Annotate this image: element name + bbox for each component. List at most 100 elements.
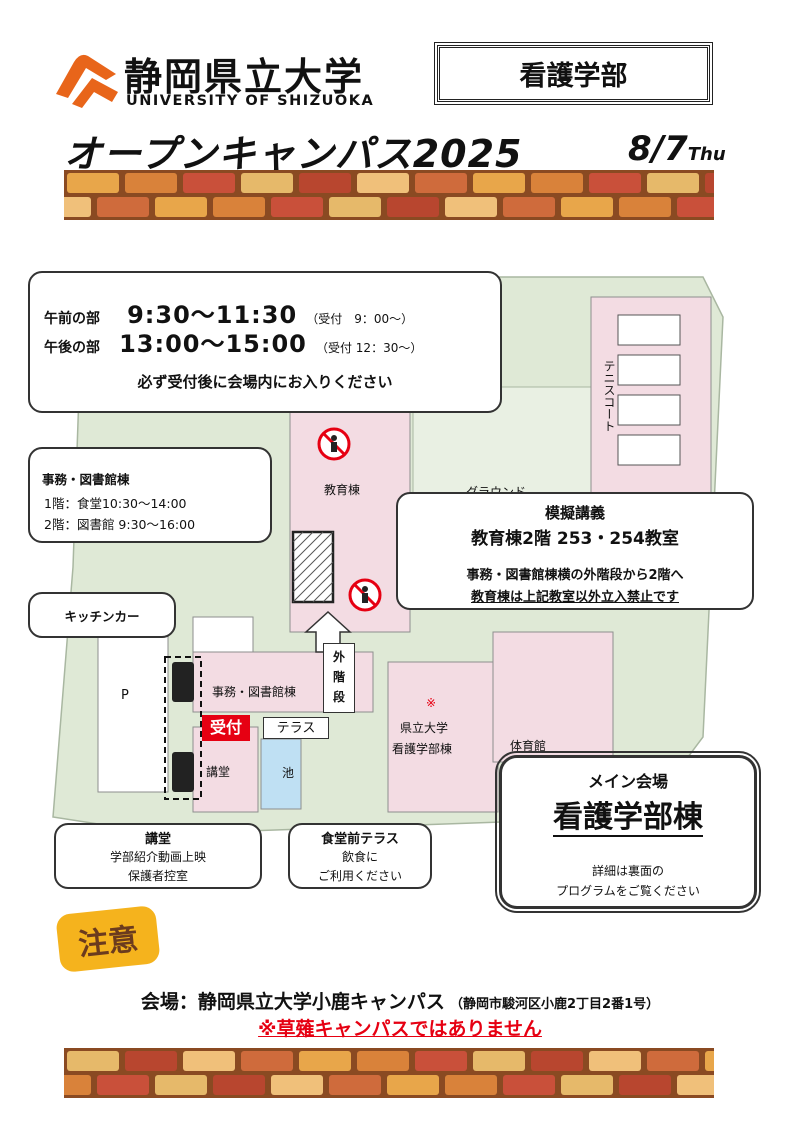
brick	[271, 1075, 323, 1095]
schedule-box: 午前の部 9:30〜11:30 （受付 9：00〜） 午後の部 13:00〜15…	[28, 271, 502, 413]
main-venue-box: メイン会場 看護学部棟 詳細は裏面の プログラムをご覧ください	[495, 751, 761, 913]
mock-lecture-title: 模擬講義	[544, 504, 605, 522]
map-label-parking: P	[121, 688, 129, 703]
brick	[531, 1051, 583, 1071]
brick	[241, 173, 293, 193]
brick	[445, 1075, 497, 1095]
campus-map	[43, 257, 732, 834]
stairs-char-2: 階	[332, 670, 345, 684]
weekday: Thu	[687, 144, 726, 165]
main-venue-title: メイン会場	[587, 772, 668, 791]
brick	[619, 1075, 671, 1095]
department-box: 看護学部	[434, 42, 713, 105]
brick	[97, 197, 149, 217]
brick	[125, 173, 177, 193]
terrace-box: 食堂前テラス 飲食に ご利用ください	[288, 823, 432, 889]
brick	[705, 173, 714, 193]
brick	[155, 197, 207, 217]
reception-badge: 受付	[202, 715, 250, 741]
date-value: 8/7	[628, 129, 688, 169]
auditorium-box: 講堂 学部紹介動画上映 保護者控室	[54, 823, 262, 889]
entry-notice: 必ず受付後に会場内にお入りください	[137, 373, 393, 391]
map-label-office-library: 事務・図書館棟	[212, 685, 297, 699]
logo-english-name: UNIVERSITY OF SHIZUOKA	[126, 93, 375, 109]
am-label: 午前の部	[44, 311, 100, 327]
brick	[415, 173, 467, 193]
am-time: 9:30〜11:30	[127, 301, 298, 329]
brick	[445, 197, 497, 217]
caution-badge: 注意	[55, 904, 161, 974]
department-label: 看護学部	[519, 61, 628, 92]
pm-time: 13:00〜15:00	[119, 330, 307, 358]
main-venue-line-2: プログラムをご覧ください	[556, 884, 700, 898]
mock-lecture-rooms: 教育棟2階 253・254教室	[471, 529, 679, 549]
brick	[183, 173, 235, 193]
brick	[271, 197, 323, 217]
auditorium-line-2: 保護者控室	[127, 869, 188, 883]
brick	[125, 1051, 177, 1071]
venue-name: 会場：静岡県立大学小鹿キャンパス	[140, 991, 445, 1013]
library-floor-2: 2階：図書館 9:30〜16:00	[44, 517, 196, 532]
brick	[329, 197, 381, 217]
event-date: 8/7Thu	[628, 129, 726, 169]
logo-japanese-name: 静岡県立大学	[124, 55, 365, 99]
brick	[299, 173, 351, 193]
brick	[357, 173, 409, 193]
venue-address: （静岡市駿河区小鹿2丁目2番1号）	[449, 997, 660, 1012]
brick	[64, 197, 91, 217]
brick	[97, 1075, 149, 1095]
brick	[589, 1051, 641, 1071]
brick	[387, 1075, 439, 1095]
map-label-nursing-2: 看護学部棟	[392, 742, 453, 756]
brick	[183, 1051, 235, 1071]
brick	[415, 1051, 467, 1071]
auditorium-title: 講堂	[144, 832, 171, 847]
map-label-education: 教育棟	[324, 483, 361, 497]
map-label-pond: 池	[282, 766, 295, 780]
map-label-auditorium: 講堂	[206, 765, 231, 779]
terrace-label: テラス	[263, 717, 329, 739]
main-venue-line-1: 詳細は裏面の	[591, 864, 664, 878]
kitchen-car-box: キッチンカー	[28, 592, 176, 638]
brick	[503, 1075, 555, 1095]
mock-lecture-box: 模擬講義 教育棟2階 253・254教室 事務・図書館棟横の外階段から2階へ 教…	[396, 492, 754, 610]
terrace-title: 食堂前テラス	[321, 832, 399, 847]
brick	[619, 197, 671, 217]
auditorium-line-1: 学部紹介動画上映	[109, 850, 206, 864]
brick-band-bottom	[64, 1048, 714, 1098]
page-title: オープンキャンパス2025	[64, 132, 523, 176]
stairs-char-3: 段	[332, 690, 345, 704]
brick	[677, 197, 714, 217]
university-logo-icon	[56, 54, 118, 108]
brick	[213, 197, 265, 217]
library-building-title: 事務・図書館棟	[42, 472, 130, 487]
am-reception: （受付 9：00〜）	[306, 312, 414, 326]
brick-band-top	[64, 170, 714, 220]
brick	[241, 1051, 293, 1071]
map-label-nursing-1: 県立大学	[400, 721, 449, 735]
brick	[647, 1051, 699, 1071]
map-label-tennis: テニスコート	[602, 360, 616, 432]
nursing-mark: ※	[426, 696, 437, 710]
brick	[329, 1075, 381, 1095]
brick	[64, 1075, 91, 1095]
brick	[473, 173, 525, 193]
brick	[561, 197, 613, 217]
brick	[67, 173, 119, 193]
brick	[213, 1075, 265, 1095]
brick	[387, 197, 439, 217]
pm-reception: （受付 12：30〜）	[315, 341, 423, 355]
brick	[705, 1051, 714, 1071]
main-venue-name: 看護学部棟	[553, 800, 703, 837]
brick	[299, 1051, 351, 1071]
brick	[647, 173, 699, 193]
brick	[473, 1051, 525, 1071]
brick	[155, 1075, 207, 1095]
terrace-line-1: 飲食に	[341, 850, 378, 864]
brick	[67, 1051, 119, 1071]
brick	[531, 173, 583, 193]
terrace-line-2: ご利用ください	[317, 869, 402, 883]
mock-lecture-note-1: 事務・図書館棟横の外階段から2階へ	[466, 568, 684, 583]
brick	[357, 1051, 409, 1071]
no-entry-icon	[317, 427, 351, 461]
